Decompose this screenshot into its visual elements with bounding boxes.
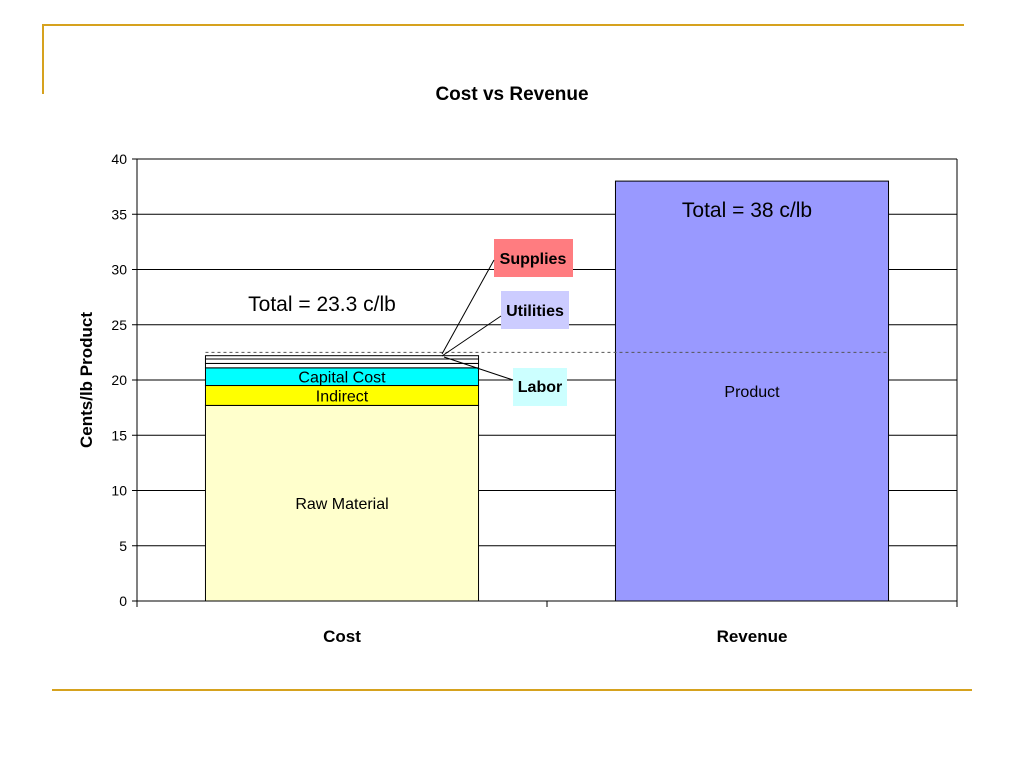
frame-top-rule: [42, 24, 964, 26]
utilities-callout-box: [501, 291, 569, 329]
y-tick-label-35: 35: [111, 206, 127, 222]
y-tick-label-10: 10: [111, 483, 127, 499]
bar-segment-revenue-product: [614, 180, 890, 602]
supplies-leader-line: [441, 259, 495, 355]
labor-leader-line: [443, 356, 514, 381]
callout-supplies: Supplies: [441, 239, 573, 355]
bars: [204, 180, 890, 602]
y-tick-label-5: 5: [119, 538, 127, 554]
total-revenue-label: Total = 38 c/lb: [682, 199, 812, 222]
y-tick-label-30: 30: [111, 262, 127, 278]
y-tick-label-25: 25: [111, 317, 127, 333]
y-tick-label-20: 20: [111, 372, 127, 388]
x-category-label-revenue: Revenue: [717, 627, 788, 646]
utilities-leader-line: [441, 315, 502, 357]
segment-label-indirect: Indirect: [316, 388, 369, 405]
bar-segment-cost-raw-material: [204, 404, 480, 602]
frame-bottom-rule: [52, 689, 972, 691]
bar-segment-cost-utilities: [204, 358, 480, 364]
supplies-callout-box: [494, 239, 573, 277]
labor-callout-text: Labor: [518, 379, 562, 396]
y-tick-label-40: 40: [111, 151, 127, 167]
total-cost-label: Total = 23.3 c/lb: [248, 293, 396, 316]
segment-label-raw-material: Raw Material: [295, 496, 388, 513]
labor-callout-box: [513, 368, 567, 406]
segment-label-capital-cost: Capital Cost: [298, 370, 386, 387]
bar-segment-cost-labor: [204, 362, 480, 369]
x-category-label-cost: Cost: [323, 627, 361, 646]
supplies-callout-text: Supplies: [500, 251, 567, 268]
segment-label-product: Product: [724, 384, 780, 401]
callout-labor: Labor: [443, 356, 567, 406]
y-axis-label: Cents/lb Product: [77, 312, 96, 448]
callout-utilities: Utilities: [441, 291, 569, 357]
y-tick-label-0: 0: [119, 593, 127, 609]
y-tick-label-15: 15: [111, 427, 127, 443]
bar-segment-cost-supplies: [204, 355, 480, 360]
chart-title: Cost vs Revenue: [435, 84, 588, 105]
utilities-callout-text: Utilities: [506, 303, 564, 320]
frame-left-rule: [42, 24, 44, 94]
